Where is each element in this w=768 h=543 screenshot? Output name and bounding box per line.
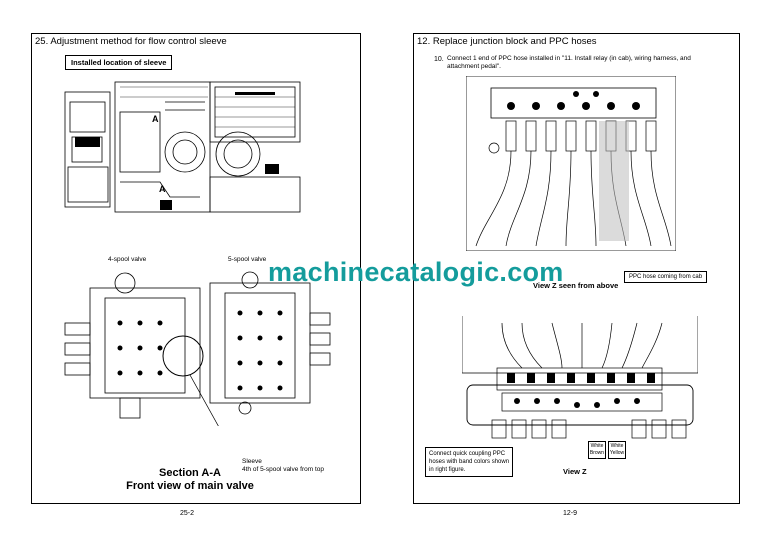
junction-block-top-drawing <box>466 76 676 251</box>
machine-top-view-drawing <box>64 81 301 213</box>
white-yellow-band-label: White Yellow <box>608 441 626 459</box>
left-section-title: 25. Adjustment method for flow control s… <box>35 36 227 47</box>
right-section-title: 12. Replace junction block and PPC hoses <box>417 36 597 47</box>
step-number: 10. <box>434 56 444 63</box>
main-valve-drawing <box>64 271 331 426</box>
white-yellow-line2: Yellow <box>609 450 625 456</box>
view-z-caption: View Z <box>563 467 587 476</box>
marker-a-bottom: A <box>159 184 166 194</box>
white-yellow-line1: White <box>610 443 624 449</box>
right-page-number: 12-9 <box>563 510 578 517</box>
white-brown-band-label: White Brown <box>588 441 606 459</box>
connect-note-line1: Connect quick coupling PPC <box>429 451 506 457</box>
four-spool-label: 4-spool valve <box>108 256 147 263</box>
front-view-caption: Front view of main valve <box>126 480 254 492</box>
ppc-hose-callout: PPC hose coming from cab <box>624 271 708 283</box>
left-page-frame <box>31 33 361 504</box>
left-page-number: 25-2 <box>180 510 195 517</box>
white-brown-line2: Brown <box>589 450 605 456</box>
connect-note-line3: in right figure. <box>429 467 466 473</box>
white-brown-line1: White <box>590 443 604 449</box>
marker-a-top: A <box>152 114 159 124</box>
connect-note-line2: hoses with band colors shown <box>429 459 510 465</box>
view-z-above-caption: View Z seen from above <box>533 281 619 290</box>
installed-location-label: Installed location of sleeve <box>65 55 173 70</box>
connect-note-box: Connect quick coupling PPC hoses with ba… <box>425 447 514 477</box>
junction-block-view-z-drawing <box>462 316 698 439</box>
watermark-text: machinecatalogic.com <box>268 257 564 287</box>
five-spool-label: 5-spool valve <box>228 256 267 263</box>
step-text-line1: Connect 1 end of PPC hose installed in "… <box>447 55 691 62</box>
step-text-line2: attachment pedal". <box>447 63 501 70</box>
sleeve-label: Sleeve <box>242 458 262 465</box>
sleeve-position-label: 4th of 5-spool valve from top <box>242 466 325 473</box>
section-a-a-caption: Section A-A <box>159 467 221 479</box>
